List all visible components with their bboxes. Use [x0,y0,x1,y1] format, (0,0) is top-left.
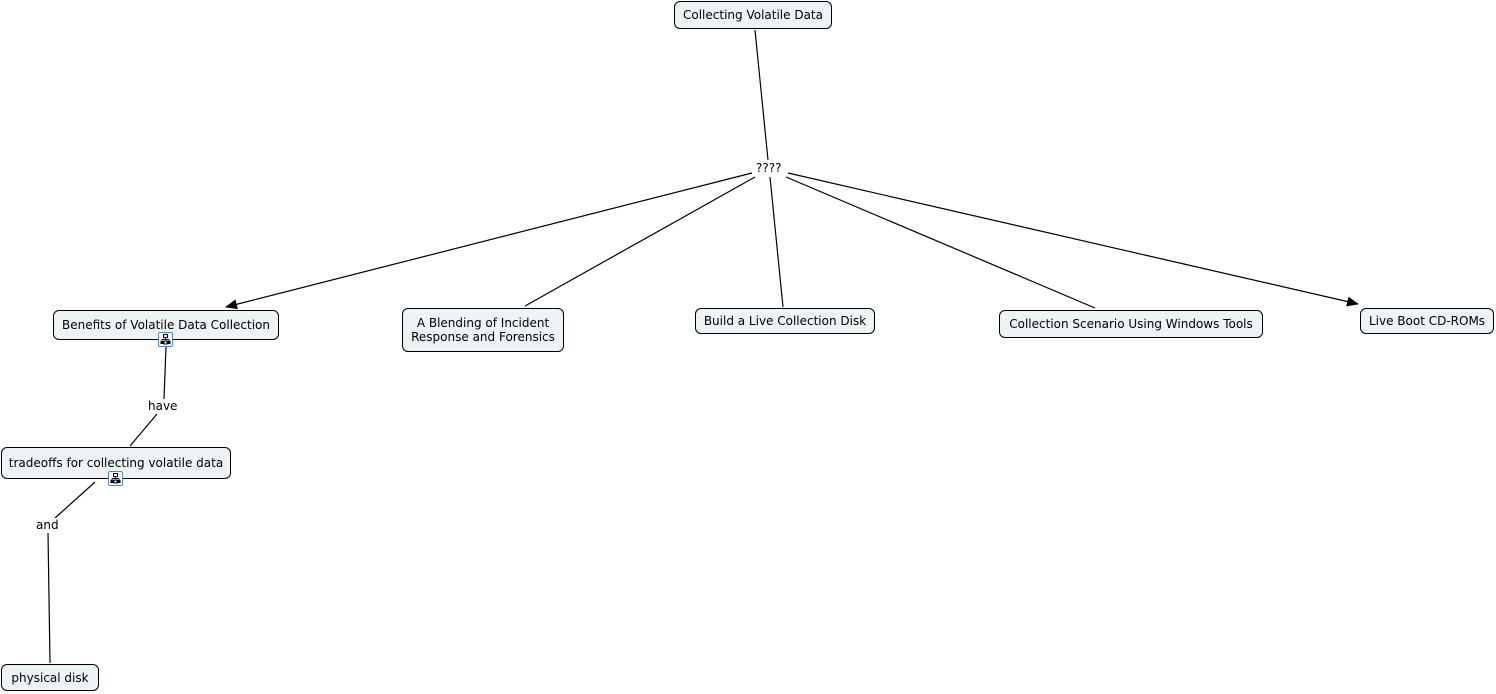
link-have-to-tradeoffs [129,413,158,447]
link-hub-to-benefits [225,172,753,310]
link-benefits-to-have [163,346,167,400]
concept-label: Build a Live Collection Disk [703,314,867,328]
link-root-to-hub [754,29,769,161]
link-hub-to-scenario [785,176,1096,309]
sub-map-icon[interactable] [158,332,173,347]
concept-collection-scenario-using-windows-tools[interactable]: Collection Scenario Using Windows Tools [999,310,1263,338]
concept-label: Collecting Volatile Data [683,8,823,22]
linking-phrase-hub[interactable]: ???? [754,161,784,175]
concept-live-boot-cd-roms[interactable]: Live Boot CD-ROMs [1360,308,1494,334]
concept-label: tradeoffs for collecting volatile data [8,456,224,470]
linking-phrase-have[interactable]: have [146,399,180,413]
link-and-to-physical [47,532,51,664]
concept-physical-disk[interactable]: physical disk [1,664,99,691]
concept-label: A Blending of Incident Response and Fore… [411,316,555,344]
concept-build-a-live-collection-disk[interactable]: Build a Live Collection Disk [695,308,875,334]
concept-label: physical disk [11,670,89,685]
link-hub-to-blending [524,176,756,307]
link-hub-to-liveboot [787,172,1359,307]
link-hub-to-build [769,176,784,308]
link-tradeoffs-to-and [54,481,96,519]
concept-a-blending-of-incident-response-and-forensics[interactable]: A Blending of Incident Response and Fore… [402,308,564,352]
concept-label: Benefits of Volatile Data Collection [61,318,270,332]
concept-label: Collection Scenario Using Windows Tools [1009,317,1253,331]
concept-collecting-volatile-data[interactable]: Collecting Volatile Data [674,1,832,29]
linking-phrase-and[interactable]: and [34,518,61,532]
concept-label: Live Boot CD-ROMs [1368,314,1486,328]
sub-map-icon[interactable] [108,471,123,486]
